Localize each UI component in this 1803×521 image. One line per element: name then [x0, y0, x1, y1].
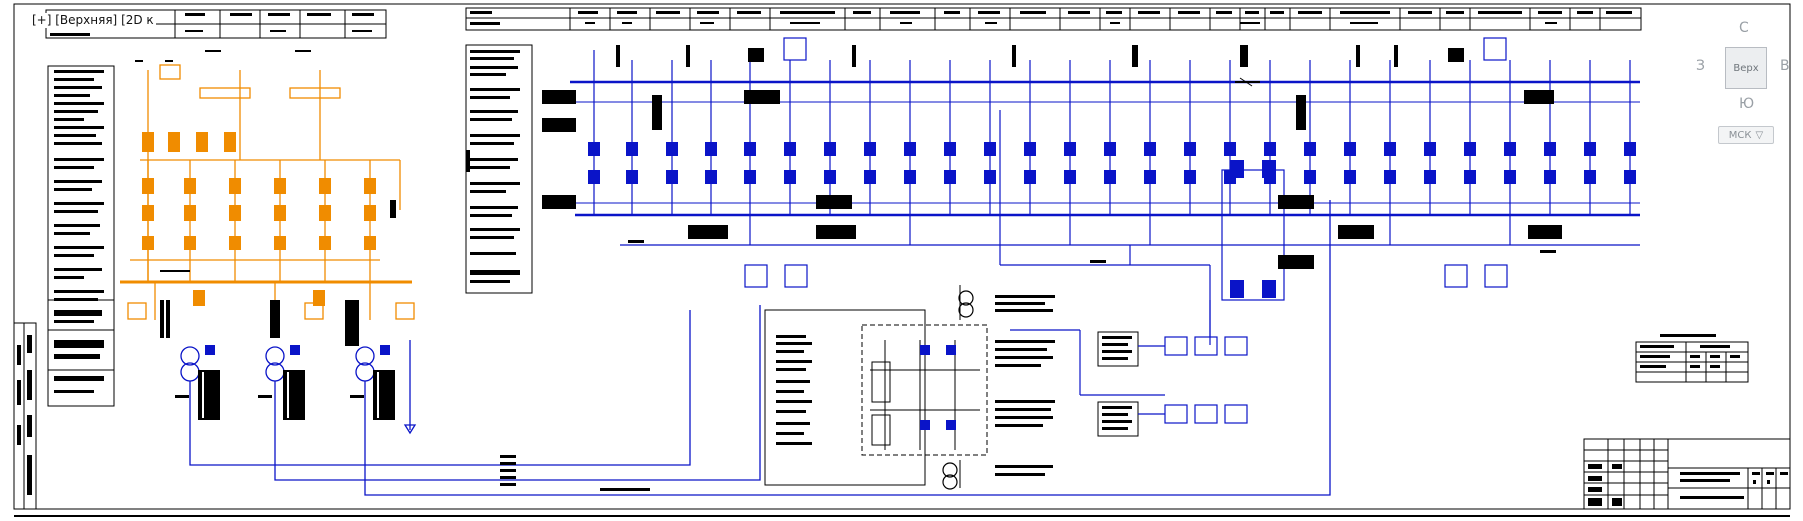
- ucs-label: МСК: [1728, 129, 1752, 141]
- ucs-menu-button[interactable]: МСК ▽: [1718, 126, 1774, 144]
- viewcube[interactable]: С З В Верх Ю МСК ▽: [1690, 20, 1800, 150]
- header-table-main: [465, 7, 1642, 31]
- transformer-labels: [175, 370, 650, 491]
- compass-north-label[interactable]: С: [1739, 20, 1749, 36]
- chevron-down-icon: ▽: [1755, 129, 1764, 141]
- orange-transformer-bays: [127, 300, 415, 346]
- orange-feeder-labels: [135, 50, 396, 272]
- sectional-breakers: [1235, 77, 1260, 87]
- legend-middle: [465, 44, 533, 294]
- cell-groups-right: [1010, 300, 1248, 437]
- viewport-menu-button[interactable]: [+]: [32, 13, 52, 27]
- frame-side-stamp: [17, 335, 32, 495]
- substation-schematic: [764, 285, 988, 488]
- title-block: [1583, 438, 1791, 510]
- blue-transformers: [180, 200, 1331, 496]
- viewport-controls: [+] [Верхняя] [2D к: [30, 13, 156, 28]
- visual-style-button[interactable]: [2D к: [121, 13, 154, 27]
- view-orientation-button[interactable]: [Верхняя]: [55, 13, 118, 27]
- drawing-frame: [13, 3, 1791, 517]
- incoming-cells: [744, 37, 1508, 301]
- feeder-label-blocks: [542, 45, 1562, 269]
- feeder-breakers: [588, 142, 1636, 298]
- compass-west-label[interactable]: З: [1696, 58, 1705, 74]
- blue-breakers-lower-left: [205, 345, 390, 355]
- substation-transformers: [942, 290, 974, 490]
- orange-breakers: [142, 132, 376, 306]
- legend-left: [47, 65, 115, 407]
- viewcube-top-face[interactable]: Верх: [1725, 47, 1767, 89]
- substation-blue: [920, 345, 956, 430]
- compass-south-label[interactable]: Ю: [1739, 96, 1755, 112]
- substation-labels: [776, 295, 1055, 476]
- main-busbars: [570, 80, 1640, 246]
- summary-table: [1635, 334, 1749, 383]
- compass-east-label[interactable]: В: [1780, 58, 1790, 74]
